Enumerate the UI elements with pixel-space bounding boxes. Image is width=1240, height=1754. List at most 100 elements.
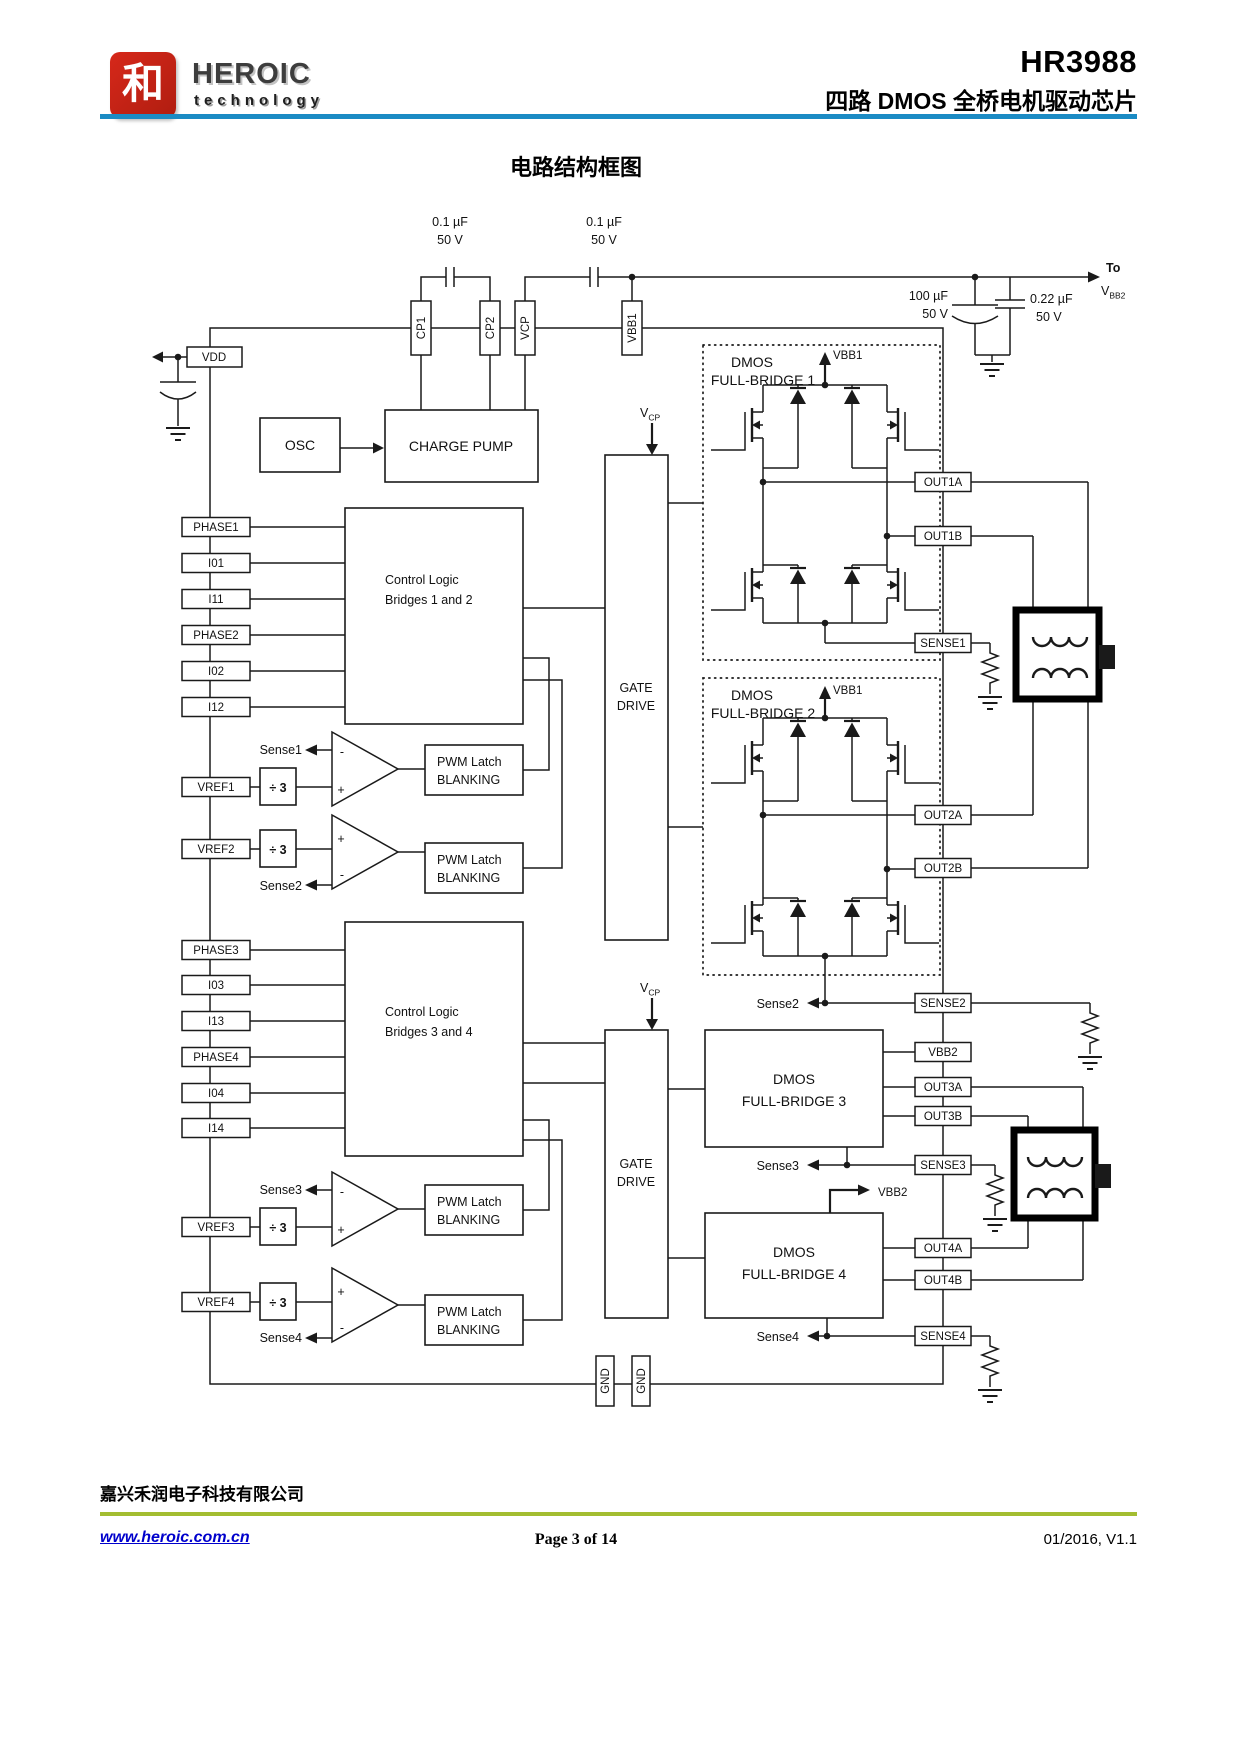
bridge2-vbb1-label: VBB1	[833, 685, 862, 697]
svg-text:+: +	[337, 1285, 344, 1299]
svg-text:PWM Latch: PWM Latch	[437, 1195, 502, 1209]
pin-vbb2: VBB2	[928, 1047, 957, 1059]
pin-phase2: PHASE2	[193, 630, 238, 642]
cap1-value: 0.1 µF	[432, 215, 468, 229]
svg-text:DMOS: DMOS	[773, 1071, 815, 1087]
pin-vref4: VREF4	[197, 1297, 235, 1309]
pin-out1b: OUT1B	[924, 531, 963, 543]
svg-text:BLANKING: BLANKING	[437, 871, 500, 885]
charge-pump-label: CHARGE PUMP	[409, 438, 513, 454]
footer-url-link[interactable]: www.heroic.com.cn	[100, 1529, 250, 1546]
sense2-label-right: Sense2	[757, 997, 799, 1011]
gate1-wires	[523, 502, 703, 828]
pin-vref1: VREF1	[197, 782, 234, 794]
pin-i04: I04	[208, 1088, 225, 1100]
svg-text:+: +	[337, 1223, 344, 1237]
svg-text:FULL-BRIDGE 4: FULL-BRIDGE 4	[742, 1266, 846, 1282]
pin-out3a: OUT3A	[924, 1082, 963, 1094]
to-vbb2-arrow	[1088, 271, 1100, 283]
control34-input-wires	[250, 949, 345, 1129]
svg-text:BLANKING: BLANKING	[437, 773, 500, 787]
sense3-label-left: Sense3	[260, 1183, 302, 1197]
pin-i11: I11	[208, 594, 223, 606]
gate2-line2: DRIVE	[617, 1175, 655, 1189]
part-subtitle: 四路 DMOS 全桥电机驱动芯片	[825, 88, 1137, 114]
div3-1: ÷ 3	[269, 781, 286, 795]
control34-line2: Bridges 3 and 4	[385, 1025, 473, 1039]
div3-4: ÷ 3	[269, 1296, 286, 1310]
control-logic-3-4: Control Logic Bridges 3 and 4	[344, 921, 524, 1157]
osc-label: OSC	[285, 437, 315, 453]
footer-page-number: Page 3 of 14	[534, 1531, 618, 1548]
motor-2	[1010, 1126, 1111, 1222]
pins-right: OUT1A OUT1B SENSE1 OUT2A OUT2B SENSE2 VB…	[914, 471, 972, 1347]
div3-3: ÷ 3	[269, 1221, 286, 1235]
svg-text:PWM Latch: PWM Latch	[437, 1305, 502, 1319]
sense4-label-right: Sense4	[757, 1330, 799, 1344]
bridge1-vbb1-label: VBB1	[833, 350, 862, 362]
bridge-2: DMOS FULL-BRIDGE 2 VBB1 Sense2	[702, 677, 941, 1011]
brand-name: HEROIC	[192, 58, 311, 90]
cap3-voltage: 50 V	[922, 307, 948, 321]
footer-company: 嘉兴禾润电子科技有限公司	[100, 1485, 304, 1504]
vcp-supply-2: VCP	[640, 981, 660, 1030]
header-rule	[100, 114, 1137, 119]
heroic-seal-logo-icon: 和	[110, 52, 176, 118]
cap2-value: 0.1 µF	[586, 215, 622, 229]
sense-resistor-4	[971, 1335, 1003, 1403]
svg-text:-: -	[340, 1185, 344, 1199]
control12-line1: Control Logic	[385, 573, 459, 587]
bulk-caps: 100 µF 50 V 0.22 µF 50 V	[909, 273, 1073, 377]
cp-pin-stubs	[420, 355, 526, 410]
svg-text:VCP: VCP	[640, 406, 660, 423]
cap1-voltage: 50 V	[437, 233, 463, 247]
svg-text:FULL-BRIDGE 3: FULL-BRIDGE 3	[742, 1093, 846, 1109]
div3-2: ÷ 3	[269, 843, 286, 857]
pin-phase1: PHASE1	[193, 522, 238, 534]
bridge4-vbb2-label: VBB2	[878, 1187, 907, 1199]
sense4-label-left: Sense4	[260, 1331, 302, 1345]
gate2-line1: GATE	[619, 1157, 652, 1171]
pin-out2b: OUT2B	[924, 863, 963, 875]
svg-text:+: +	[337, 832, 344, 846]
vbb2-rail-label: VBB2	[1101, 284, 1126, 301]
pin-phase4: PHASE4	[193, 1052, 239, 1064]
pin-gnd2: GND	[636, 1368, 648, 1394]
comparator-group-3: Sense3 - + ÷ 3 PWM Latch BLANKING	[250, 1119, 550, 1248]
pins-top: CP1 CP2 VCP VBB1	[410, 300, 643, 356]
pin-gnd1: GND	[600, 1368, 612, 1394]
svg-text:-: -	[340, 1321, 344, 1335]
svg-text:+: +	[337, 783, 344, 797]
control34-line1: Control Logic	[385, 1005, 459, 1019]
part-number: HR3988	[1020, 44, 1137, 79]
svg-text:BLANKING: BLANKING	[437, 1323, 500, 1337]
control12-input-wires	[250, 526, 345, 708]
pin-vdd: VDD	[202, 352, 226, 364]
pin-out1a: OUT1A	[924, 477, 963, 489]
control12-line2: Bridges 1 and 2	[385, 593, 473, 607]
pin-cp1: CP1	[416, 317, 428, 339]
pin-cp2: CP2	[485, 317, 497, 339]
pin-out4a: OUT4A	[924, 1243, 963, 1255]
svg-text:-: -	[340, 868, 344, 882]
sense1-label: Sense1	[260, 743, 302, 757]
charge-pump-caps: 0.1 µF 50 V 0.1 µF 50 V To VBB2	[420, 215, 1126, 301]
comparator-group-2: ÷ 3 + - Sense2 PWM Latch BLANKING	[250, 679, 563, 894]
footer-rule	[100, 1512, 1137, 1516]
footer-version: 01/2016, V1.1	[1043, 1531, 1137, 1548]
pin-i13: I13	[208, 1016, 224, 1028]
sense3-label-right: Sense3	[757, 1159, 799, 1173]
pin-out4b: OUT4B	[924, 1275, 963, 1287]
vcp-supply-1: VCP	[640, 406, 660, 455]
osc-block: OSC	[259, 417, 341, 473]
svg-text:PWM Latch: PWM Latch	[437, 755, 502, 769]
sense-resistor-3	[971, 1164, 1008, 1232]
motor-1	[1012, 606, 1115, 703]
pin-i12: I12	[208, 702, 224, 714]
pins-left: VDD PHASE1 I01 I11 PHASE2 I02 I12 VREF1 …	[181, 346, 251, 1313]
brand-tagline: technology	[194, 92, 325, 109]
cap4-voltage: 50 V	[1036, 310, 1062, 324]
pin-sense2: SENSE2	[920, 998, 965, 1010]
svg-text:-: -	[340, 745, 344, 759]
pin-sense1: SENSE1	[920, 638, 965, 650]
